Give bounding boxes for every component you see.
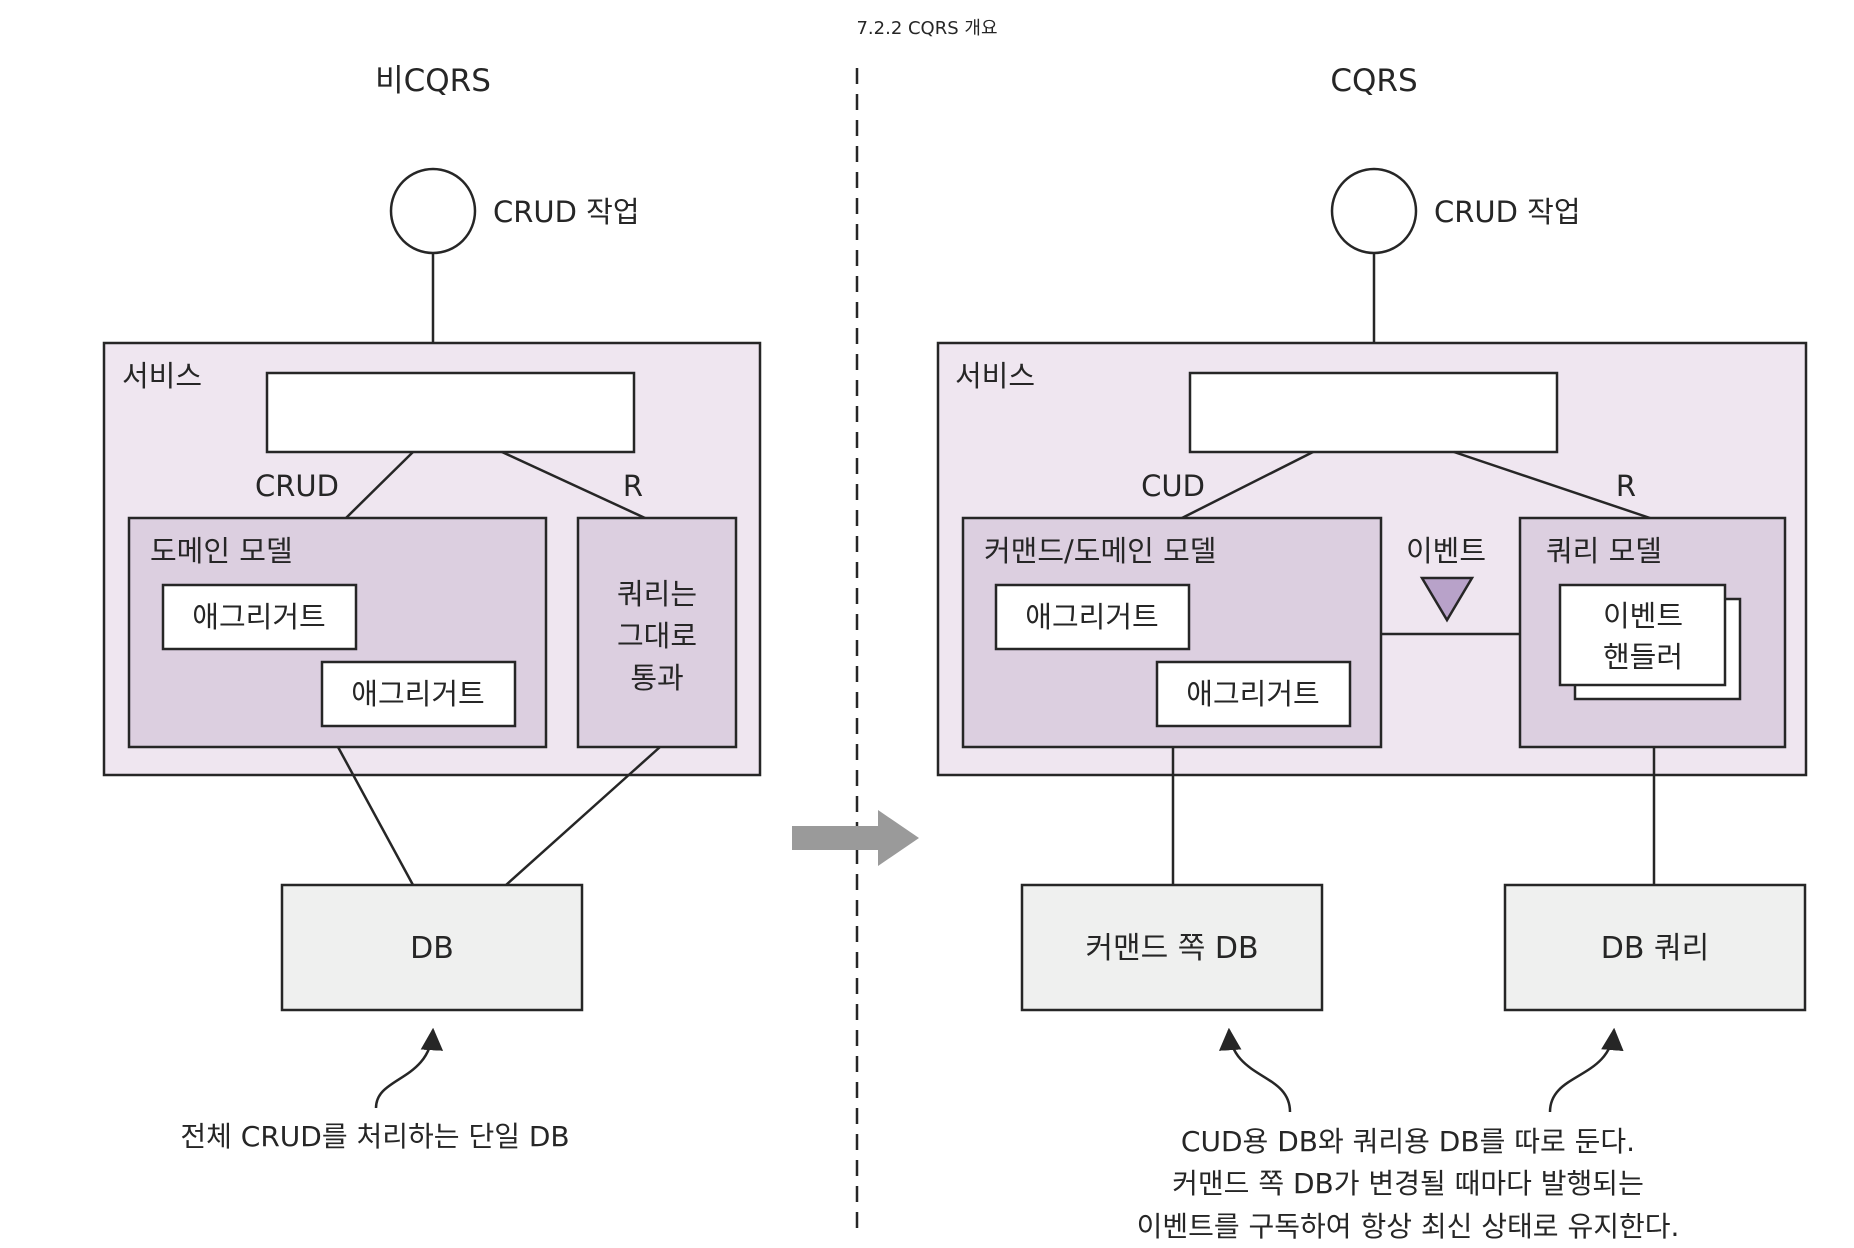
left-query-pass-line-3: 통과 (630, 661, 683, 695)
left-service-label: 서비스 (122, 359, 202, 393)
query-db-label: DB 쿼리 (1601, 931, 1709, 966)
left-note: 전체 CRUD를 처리하는 단일 DB (180, 1120, 569, 1153)
right-actor-label: CRUD 작업 (1434, 195, 1581, 229)
event-handler-line-2: 핸들러 (1603, 640, 1683, 674)
event-handler-box (1558, 583, 1727, 687)
left-actor-circle (389, 167, 477, 255)
command-db-note-arrow (1219, 1027, 1292, 1113)
right-service-label: 서비스 (955, 359, 1035, 393)
query-db-note-arrow (1548, 1027, 1624, 1113)
cqrs-panel: CQRS CRUD 작업 서비스 CUD R 커맨드/도메인 모델 애그리거트 … (936, 63, 1808, 1243)
non-cqrs-panel: 비CQRS CRUD 작업 서비스 CRUD R 도메인 모델 애그리거트 애그… (102, 63, 762, 1153)
event-marker-icon (1419, 576, 1475, 623)
transition-arrow (792, 810, 919, 866)
right-note-line-3: 이벤트를 구독하여 항상 최신 상태로 유지한다. (1137, 1210, 1680, 1243)
left-domain-db-line (336, 746, 415, 886)
left-read-label: R (623, 469, 643, 503)
right-read-label: R (1616, 469, 1636, 503)
right-aggregate-label-1: 애그리거트 (1025, 600, 1158, 634)
right-aggregate-label-2: 애그리거트 (1186, 677, 1319, 711)
left-heading: 비CQRS (375, 63, 491, 99)
left-crud-line (345, 451, 414, 519)
command-db-box (1020, 883, 1324, 1012)
right-heading: CQRS (1330, 63, 1417, 99)
left-domain-model-label: 도메인 모델 (150, 534, 293, 568)
left-query-pass-line-1: 쿼리는 (617, 577, 697, 611)
right-read-line (1453, 450, 1651, 520)
right-note-line-1: CUD용 DB와 쿼리용 DB를 따로 둔다. (1181, 1125, 1635, 1158)
right-note-line-2: 커맨드 쪽 DB가 변경될 때마다 발행되는 (1172, 1167, 1644, 1200)
left-db-box (280, 883, 584, 1012)
right-aggregate-box-2 (1155, 660, 1352, 728)
command-db-label: 커맨드 쪽 DB (1085, 931, 1258, 966)
left-crud-label: CRUD (255, 469, 339, 503)
right-interface-box (1188, 371, 1559, 454)
left-aggregate-label-1: 애그리거트 (192, 600, 325, 634)
left-query-pass-line-2: 그대로 (617, 619, 697, 653)
left-query-db-line (505, 746, 661, 886)
left-aggregate-box-1 (161, 583, 358, 651)
left-actor-label: CRUD 작업 (493, 195, 640, 229)
query-db-box (1503, 883, 1807, 1012)
right-cud-line (1181, 450, 1314, 520)
figure-caption: 7.2.2 CQRS 개요 (856, 18, 997, 39)
event-label: 이벤트 (1406, 534, 1486, 568)
left-db-label: DB (410, 931, 454, 966)
command-model-label: 커맨드/도메인 모델 (984, 534, 1216, 568)
left-read-line (501, 450, 646, 520)
right-actor-circle (1330, 167, 1418, 255)
event-handler-line-1: 이벤트 (1603, 599, 1683, 633)
query-model-label: 쿼리 모델 (1546, 534, 1662, 568)
left-aggregate-box-2 (320, 660, 517, 728)
left-aggregate-label-2: 애그리거트 (351, 677, 484, 711)
left-query-pass-box (576, 516, 738, 749)
right-cud-label: CUD (1141, 469, 1205, 503)
left-note-arrow (374, 1027, 444, 1109)
left-interface-box (265, 371, 636, 454)
right-aggregate-box-1 (994, 583, 1191, 651)
